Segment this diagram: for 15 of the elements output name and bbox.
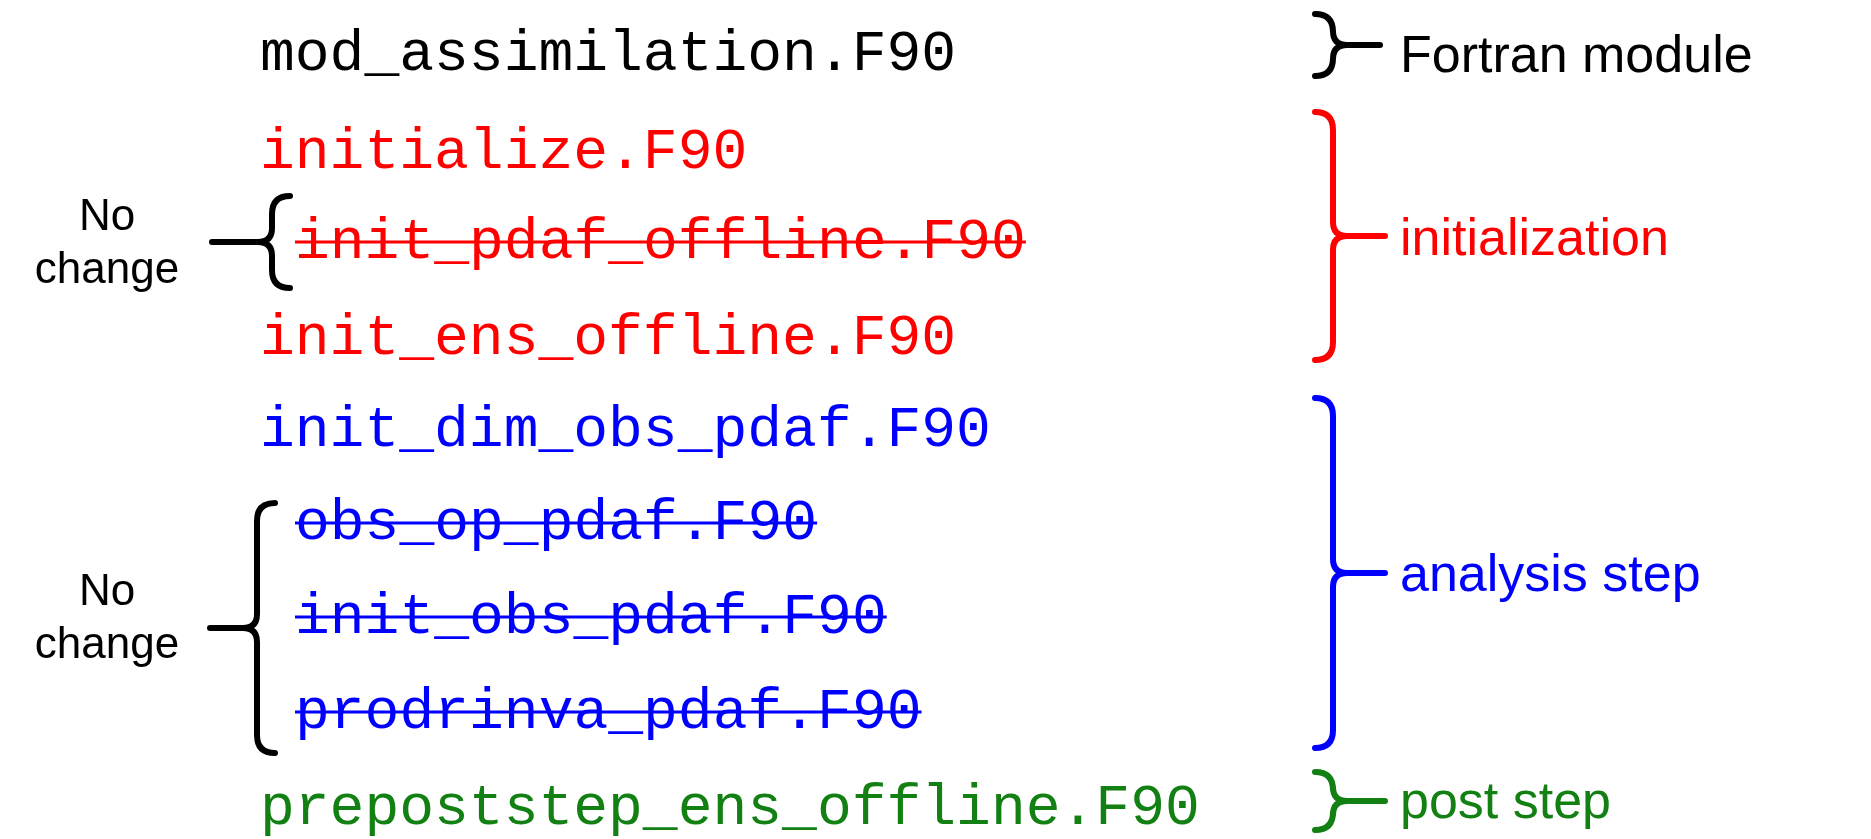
file-name: prepoststep_ens_offline.F90 (260, 775, 1200, 839)
file-name: prodrinva_pdaf.F90 (295, 679, 922, 745)
group-label: Fortran module (1400, 24, 1753, 84)
note: No change (33, 189, 181, 294)
group-label: initialization (1400, 207, 1669, 267)
group-label: analysis step (1400, 543, 1701, 603)
file-name: mod_assimilation.F90 (260, 21, 957, 87)
file-name: init_pdaf_offline.F90 (295, 209, 1026, 275)
group-label: post step (1400, 770, 1612, 830)
file-name: init_ens_offline.F90 (260, 305, 957, 371)
file-name: init_dim_obs_pdaf.F90 (260, 397, 991, 463)
file-name: init_obs_pdaf.F90 (295, 584, 887, 650)
note: No change (33, 564, 181, 669)
file-name: obs_op_pdaf.F90 (295, 490, 818, 556)
file-name: initialize.F90 (260, 119, 748, 185)
